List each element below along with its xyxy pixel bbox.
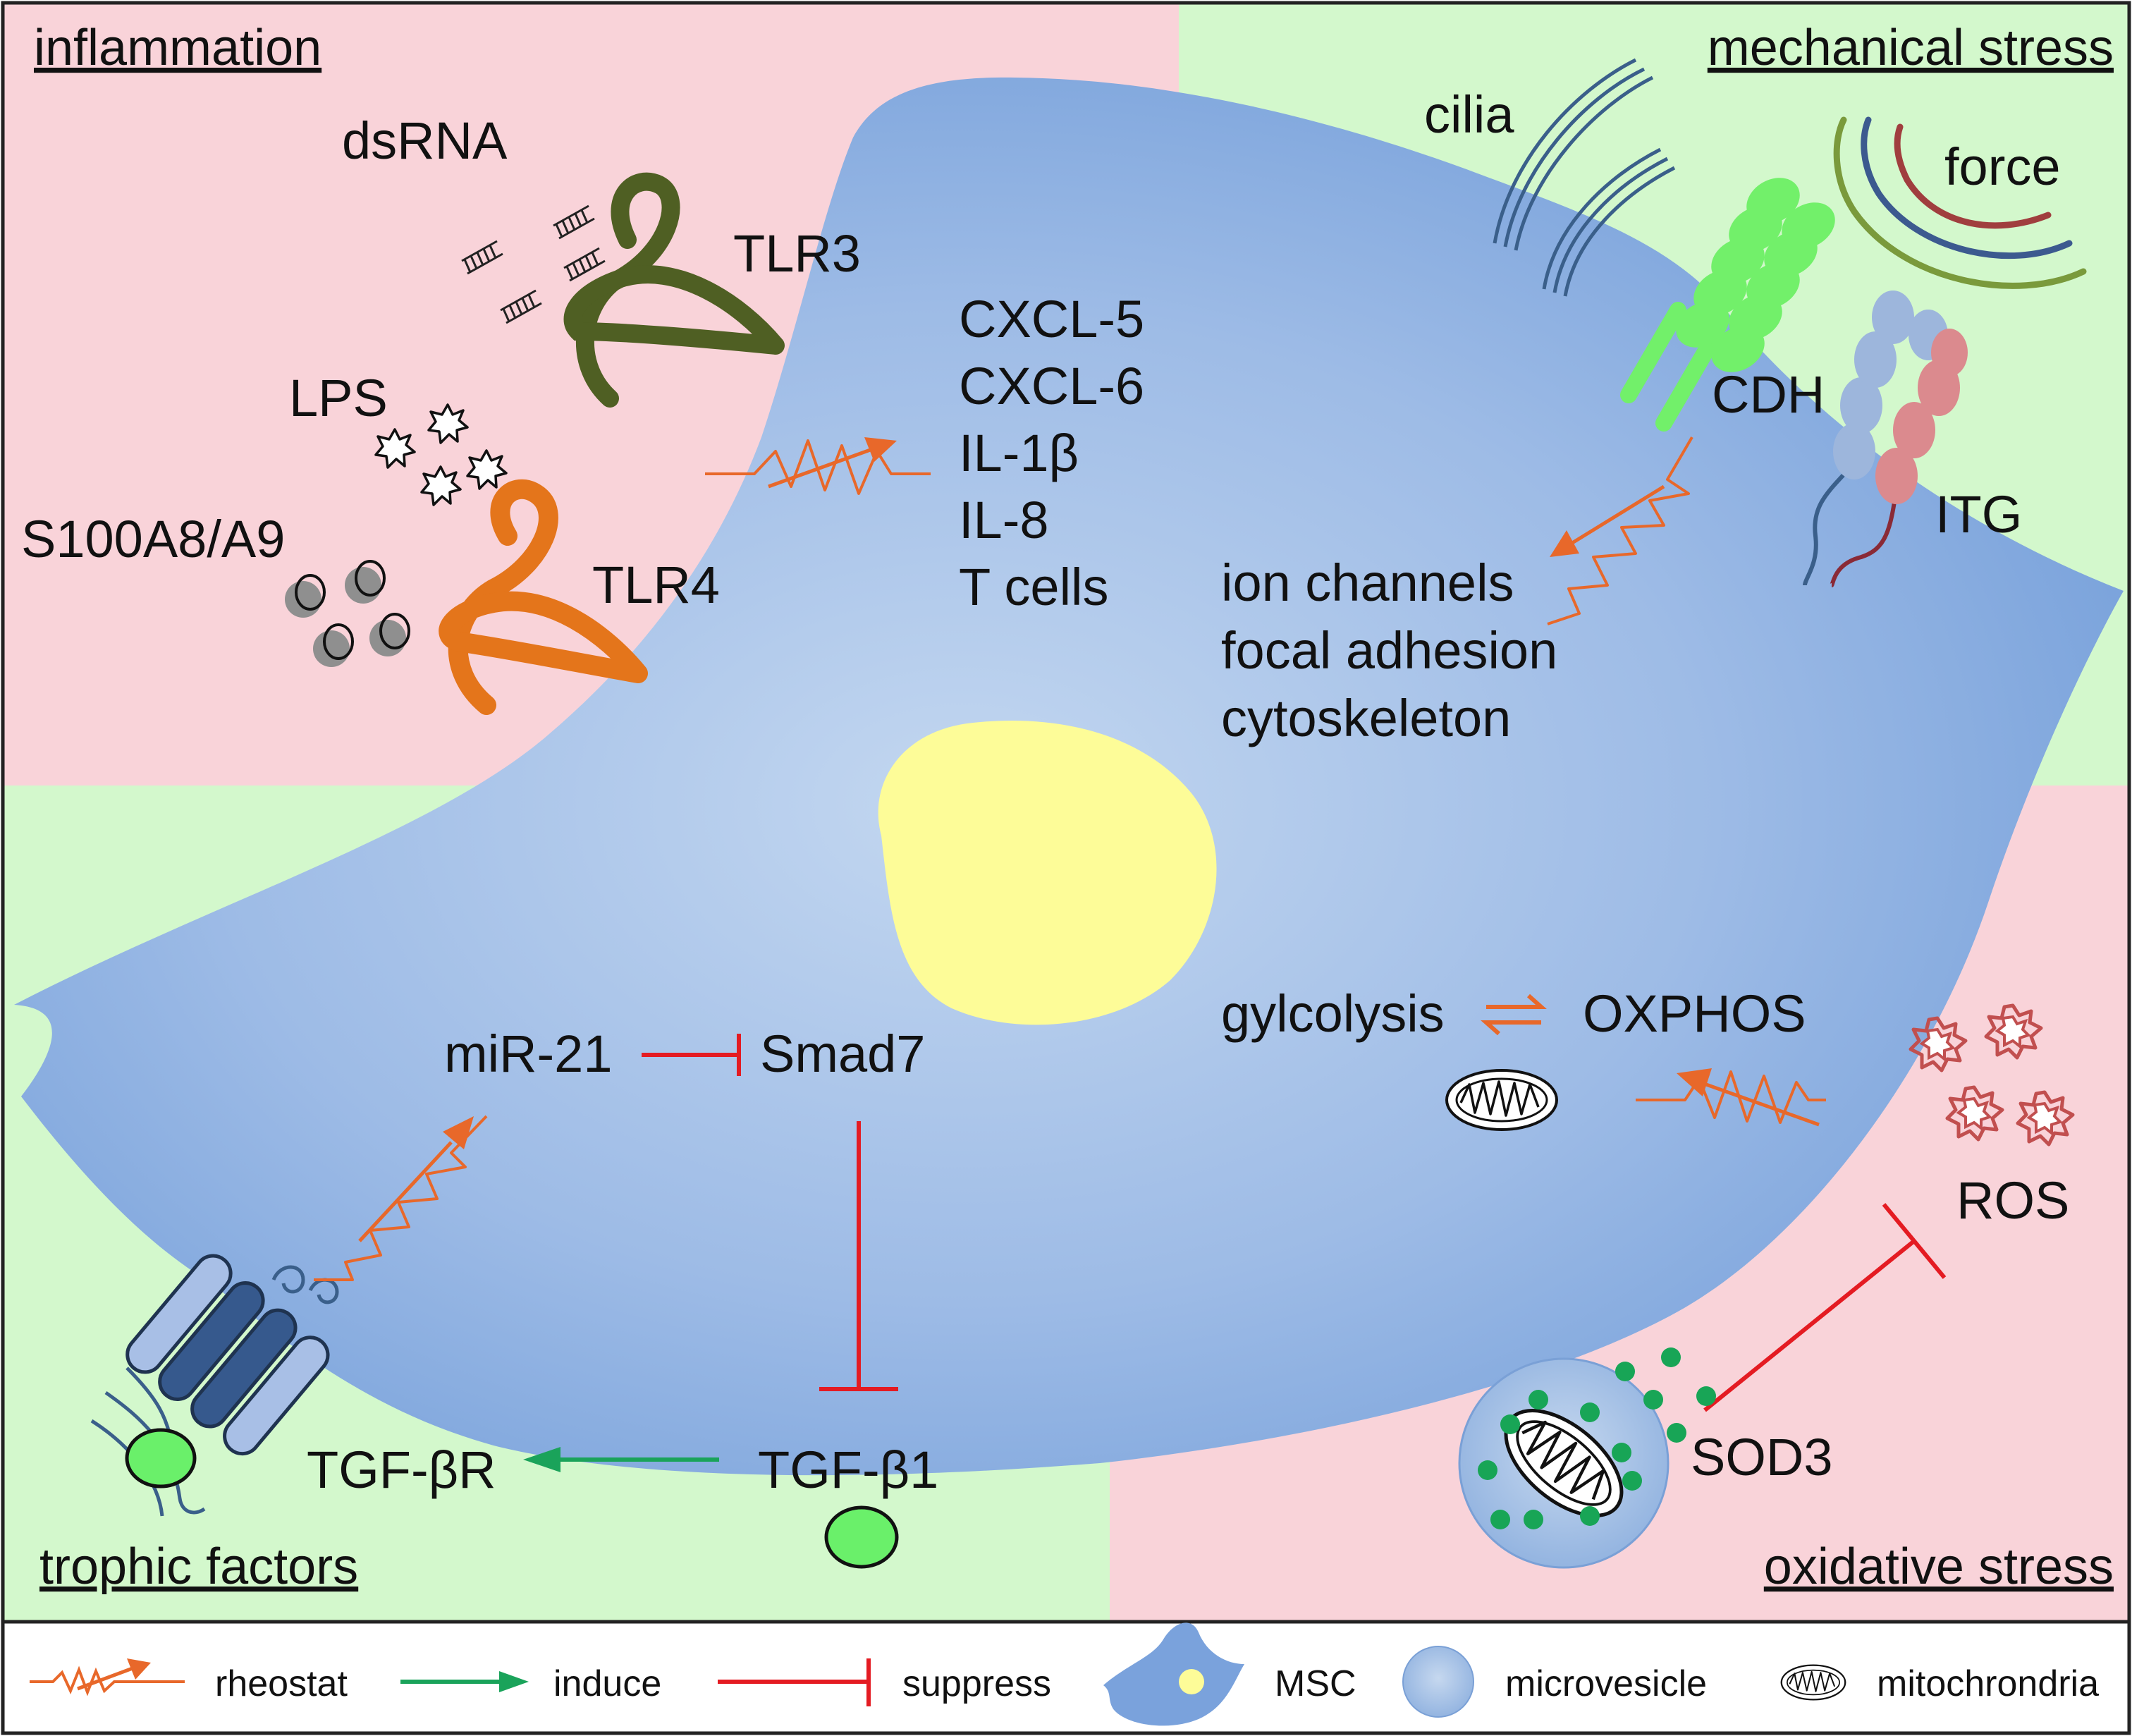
quadrant-title-mechanical-stress: mechanical stress — [1708, 20, 2114, 76]
smad7-suppress-arrow — [819, 1121, 898, 1391]
output-cxcl6: CXCL-6 — [959, 357, 1144, 415]
microvesicle-icon — [1458, 1347, 1716, 1569]
nucleus — [878, 720, 1217, 1025]
legend-rheostat-icon — [30, 1658, 185, 1697]
quadrant-title-inflammation: inflammation — [34, 20, 321, 76]
ros-label: ROS — [1956, 1171, 2069, 1230]
smad7-label: Smad7 — [760, 1025, 925, 1083]
mir21-label: miR-21 — [444, 1025, 612, 1083]
mechanical-rheostat-arrow — [1547, 436, 1693, 625]
output-il8: IL-8 — [959, 491, 1049, 549]
lps-label: LPS — [289, 369, 388, 427]
cdh-label: CDH — [1712, 365, 1825, 424]
force-arcs-icon — [1833, 116, 2087, 289]
cdh-icon — [1620, 178, 1835, 432]
tlr3-label: TLR3 — [733, 224, 861, 283]
legend-suppress-icon — [718, 1658, 871, 1706]
equilibrium-arrows — [1481, 994, 1547, 1036]
cilia-label: cilia — [1424, 85, 1514, 144]
tlr3-receptor-icon — [563, 172, 785, 408]
legend: rheostat induce suppress MSC microvesicl… — [30, 1622, 2099, 1726]
legend-microvesicle-icon — [1402, 1646, 1474, 1718]
inflammation-rheostat-arrow — [705, 437, 931, 495]
legend-msc-icon — [1103, 1622, 1244, 1726]
legend-msc-label: MSC — [1275, 1663, 1356, 1704]
legend-rheostat-label: rheostat — [215, 1663, 348, 1704]
s100a8-a9-label: S100A8/A9 — [21, 510, 285, 568]
quadrant-title-oxidative-stress: oxidative stress — [1764, 1539, 2114, 1595]
output-ion-channels: ion channels — [1221, 554, 1514, 612]
mechanical-output-list: ion channels focal adhesion cytoskeleton — [1221, 554, 1557, 747]
legend-induce-label: induce — [553, 1663, 661, 1704]
tgf-receptor-icon — [90, 1254, 339, 1517]
legend-induce-icon — [400, 1671, 529, 1692]
integrin-icon — [1803, 291, 1968, 587]
glycolysis-label: gylcolysis — [1221, 984, 1445, 1043]
tgfbr-label: TGF-βR — [307, 1441, 496, 1499]
tlr4-receptor-icon — [439, 479, 648, 715]
oxphos-label: OXPHOS — [1583, 984, 1806, 1043]
sod3-suppress-arrow — [1703, 1203, 1947, 1412]
output-t-cells: T cells — [959, 558, 1108, 616]
legend-suppress-label: suppress — [902, 1663, 1051, 1704]
sod3-label: SOD3 — [1691, 1428, 1833, 1486]
ros-rheostat-arrow — [1636, 1068, 1826, 1127]
output-il1b: IL-1β — [959, 424, 1079, 482]
force-label: force — [1944, 137, 2061, 196]
growth-factor-icon — [824, 1505, 899, 1569]
itg-label: ITG — [1935, 485, 2022, 544]
cilia-icon — [1493, 58, 1676, 297]
tgf-rheostat-arrow — [314, 1115, 488, 1281]
quadrant-title-trophic-factors: trophic factors — [39, 1539, 358, 1595]
inflammation-output-list: CXCL-5 CXCL-6 IL-1β IL-8 T cells — [959, 290, 1144, 616]
legend-mitochondrion-icon — [1780, 1664, 1846, 1701]
tgfb1-label: TGF-β1 — [758, 1441, 938, 1499]
legend-mitochondria-label: mitochrondria — [1877, 1663, 2099, 1704]
output-focal-adhesion: focal adhesion — [1221, 621, 1557, 680]
mitochondrion-icon — [1445, 1069, 1558, 1131]
dsrna-label: dsRNA — [342, 111, 508, 170]
tgfb1-induce-arrow — [523, 1447, 719, 1472]
legend-microvesicle-label: microvesicle — [1505, 1663, 1707, 1704]
output-cxcl5: CXCL-5 — [959, 290, 1144, 348]
tlr4-label: TLR4 — [592, 556, 720, 614]
s100-icon — [285, 560, 410, 667]
output-cytoskeleton: cytoskeleton — [1221, 689, 1511, 747]
mir21-suppress-arrow — [642, 1034, 741, 1076]
